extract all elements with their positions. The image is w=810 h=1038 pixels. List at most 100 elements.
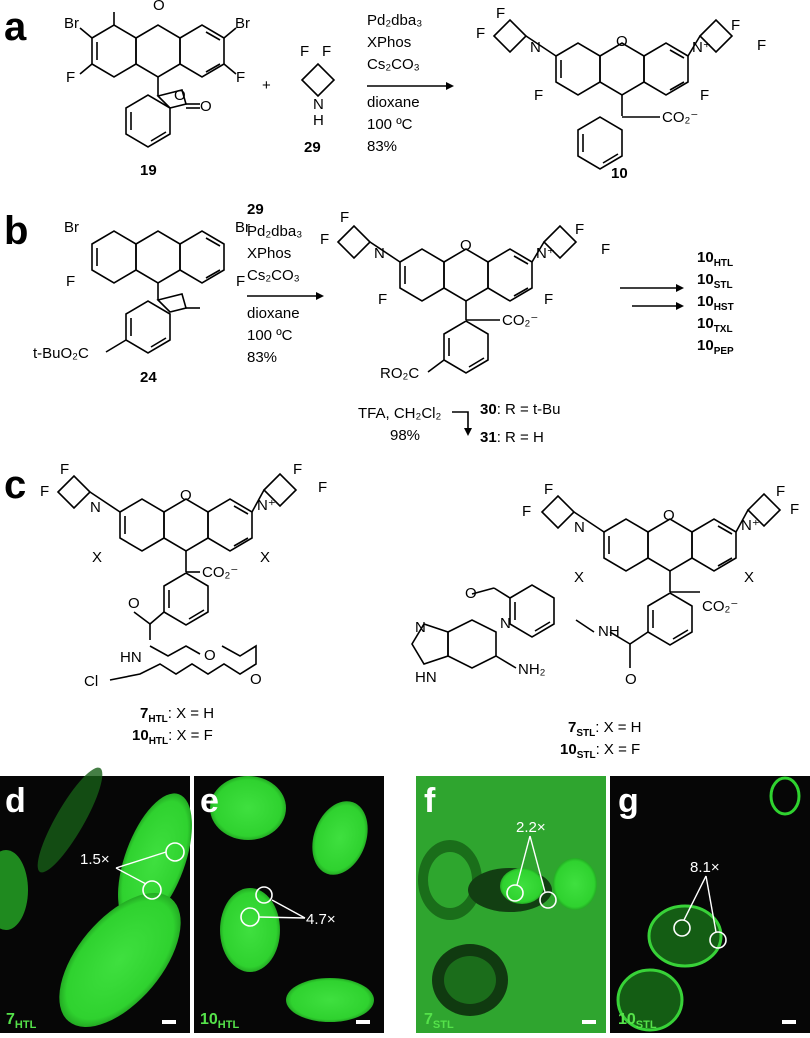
p10-f5: F	[534, 87, 543, 104]
stl-ligand-structure	[411, 493, 781, 669]
c-right-n1: N	[500, 615, 511, 632]
c-left-amide-o: O	[128, 595, 140, 612]
micrograph-e: e 4.7× 10HTL	[194, 776, 384, 1033]
mic-e-letter: e	[200, 782, 219, 820]
mic-g-letter: g	[618, 782, 639, 820]
mic-d-name: 7HTL	[6, 1011, 37, 1031]
reagent-4: dioxane	[367, 94, 420, 111]
b-reagent-2: Pd₂dba₃	[247, 223, 302, 240]
c-left-o2: O	[250, 671, 262, 688]
b30-f2: F	[340, 209, 349, 226]
b-br-right: Br	[235, 219, 250, 236]
p10-n: N	[530, 39, 541, 56]
carbonyl-o: O	[200, 98, 212, 115]
n29: N	[313, 96, 324, 113]
c-right-f2: F	[544, 481, 553, 498]
c-left-cl: Cl	[84, 673, 98, 690]
reagent-2: XPhos	[367, 34, 411, 51]
compound-31-label: 31: R = H	[480, 429, 544, 446]
c-right-f1: F	[522, 503, 531, 520]
micrograph-g: g 8.1× 10STL	[610, 776, 810, 1033]
compound-10-label: 10	[611, 165, 628, 182]
b-ester: t-BuO₂C	[33, 345, 89, 362]
p10-co2: CO₂⁻	[662, 109, 698, 126]
mic-d-ratio: 1.5×	[80, 851, 110, 868]
c-right-nplus: N⁺	[741, 517, 760, 534]
mic-g-ratio: 8.1×	[690, 859, 720, 876]
mic-g-name: 10STL	[618, 1011, 657, 1031]
p10-o: O	[616, 33, 628, 50]
c-left-f2: F	[60, 461, 69, 478]
compound-19-label: 19	[140, 162, 157, 179]
c-right-f4: F	[790, 501, 799, 518]
mic-e-name: 10HTL	[200, 1011, 239, 1031]
panel-a: a Br Br F F O O O 19 + F F N H	[4, 0, 766, 182]
b30-ro2c: RO₂C	[380, 365, 419, 382]
panel-a-letter: a	[4, 5, 27, 49]
c-right-co2: CO₂⁻	[702, 598, 738, 615]
p10-f1: F	[476, 25, 485, 42]
c-left-x2: X	[260, 549, 270, 566]
scale-bar-d	[162, 1020, 176, 1024]
b30-f3: F	[575, 221, 584, 238]
compound-24-label: 24	[140, 369, 157, 386]
p10-f4: F	[757, 37, 766, 54]
b30-n: N	[374, 245, 385, 262]
p10-f2: F	[496, 5, 505, 22]
f29-b: F	[322, 43, 331, 60]
compound-29-label: 29	[304, 139, 321, 156]
b30-o: O	[460, 237, 472, 254]
c-left-o1: O	[204, 647, 216, 664]
b30-f5: F	[378, 291, 387, 308]
c-right-x1: X	[574, 569, 584, 586]
b30-f1: F	[320, 231, 329, 248]
b-reagent-1: 29	[247, 201, 264, 218]
deriv-txl: 10TXL	[697, 315, 733, 335]
c-left-o: O	[180, 487, 192, 504]
c-right-nh: NH	[598, 623, 620, 640]
micrograph-d: d 1.5× 7HTL	[0, 767, 192, 1033]
deriv-pep: 10PEP	[697, 337, 734, 357]
mic-f-name: 7STL	[424, 1011, 454, 1031]
label-10stl: 10STL: X = F	[560, 741, 640, 761]
c-left-f4: F	[318, 479, 327, 496]
micrograph-f: f 2.2× 7STL	[416, 776, 606, 1033]
br-left: Br	[64, 15, 79, 32]
panel-c: c F F N N⁺ F F O X X CO₂⁻ O HN O O	[4, 461, 799, 761]
mic-e-ratio: 4.7×	[306, 911, 336, 928]
htl-ligand-structure	[57, 473, 297, 681]
mic-f-ratio: 2.2×	[516, 819, 546, 836]
b30-nplus: N⁺	[536, 245, 555, 262]
c-left-n: N	[90, 499, 101, 516]
scale-bar-f	[582, 1020, 596, 1024]
c-right-amide-o: O	[625, 671, 637, 688]
label-7htl: 7HTL: X = H	[140, 705, 214, 725]
scale-bar-e	[356, 1020, 370, 1024]
reagent-1: Pd₂dba₃	[367, 12, 422, 29]
c-left-f3: F	[293, 461, 302, 478]
p10-f6: F	[700, 87, 709, 104]
deriv-stl: 10STL	[697, 271, 733, 291]
compound-30-label: 30: R = t-Bu	[480, 401, 560, 418]
b30-co2: CO₂⁻	[502, 312, 538, 329]
deprotection-conditions: TFA, CH₂Cl₂	[358, 405, 441, 422]
b-f-left: F	[66, 273, 75, 290]
h29: H	[313, 112, 324, 129]
c-left-f1: F	[40, 483, 49, 500]
b-reagent-3: XPhos	[247, 245, 291, 262]
deprotection-yield: 98%	[390, 427, 420, 444]
b30-f6: F	[544, 291, 553, 308]
deriv-htl: 10HTL	[697, 249, 733, 269]
compound-30-31-structure	[337, 225, 577, 374]
b-reagent-4: Cs₂CO₃	[247, 267, 300, 284]
c-right-f3: F	[776, 483, 785, 500]
panel-c-letter: c	[4, 463, 26, 507]
c-left-hn: HN	[120, 649, 142, 666]
br-right: Br	[235, 15, 250, 32]
reagents-b: 29 Pd₂dba₃ XPhos Cs₂CO₃ dioxane 100 ºC 8…	[247, 201, 324, 366]
c-right-n2: N	[415, 619, 426, 636]
reagent-6: 83%	[367, 138, 397, 155]
c-left-nplus: N⁺	[257, 497, 276, 514]
b30-f4: F	[601, 241, 610, 258]
